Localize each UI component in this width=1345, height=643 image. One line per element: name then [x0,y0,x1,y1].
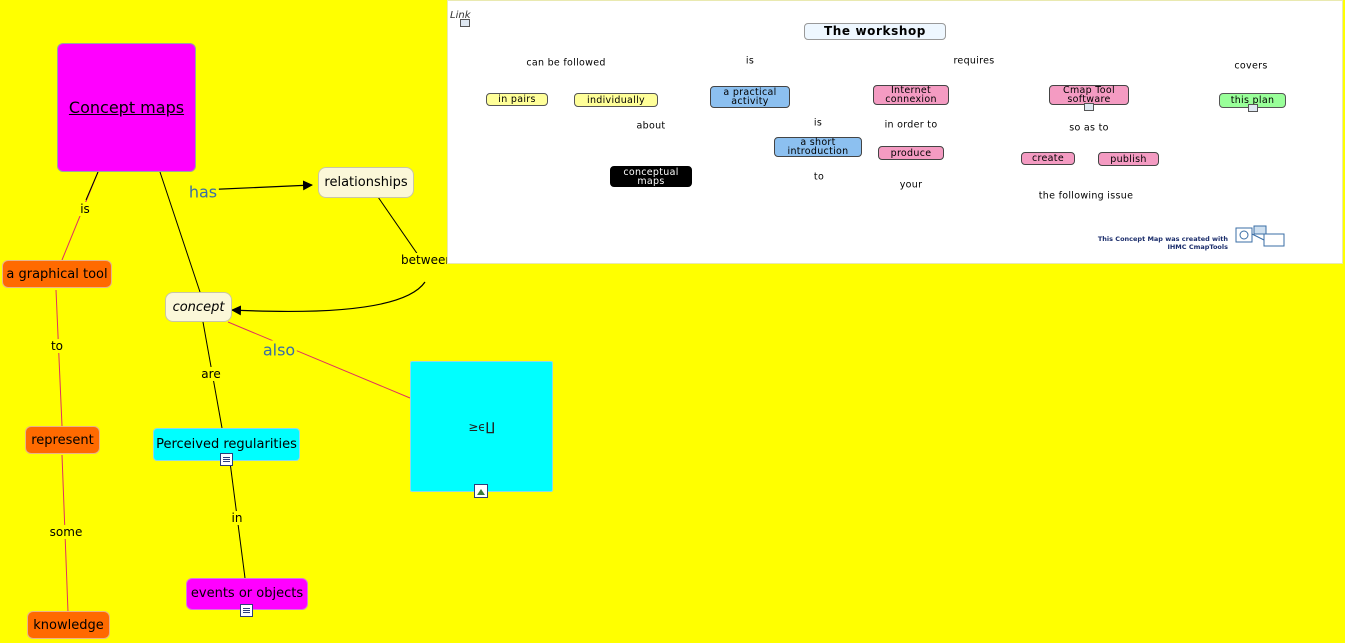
embedded-workshop-map[interactable]: Link The workshop in pairs individually … [447,0,1343,264]
link-some: some [47,525,85,539]
ws-node-workshop[interactable]: The workshop [804,23,946,40]
ws-link-covers: covers [1233,60,1269,72]
node-concept-maps[interactable]: Concept maps [57,43,196,172]
link-also: also [260,340,298,360]
document-icon[interactable] [1248,104,1258,112]
ws-node-this-plan-label: this plan [1230,95,1275,106]
ws-link-about: about [635,120,667,132]
node-concept-label: concept [172,299,225,315]
cmaptools-logo-icon [1235,225,1285,247]
node-image-box[interactable]: ≥ϵ∐ [410,361,553,492]
ws-link-can-be-followed: can be followed [525,57,607,69]
ws-node-practical-activity-label: a practical activity [723,87,777,107]
ws-node-individually-label: individually [587,94,645,106]
ws-node-short-introduction[interactable]: a short introduction [774,137,862,157]
link-has: has [186,182,220,202]
ws-node-in-pairs[interactable]: in pairs [486,93,548,106]
ws-node-in-pairs-label: in pairs [498,94,536,105]
ws-link-to: to [812,171,826,183]
link-in: in [229,511,245,525]
ws-node-produce[interactable]: produce [878,146,944,160]
ws-link-so-as-to: so as to [1068,122,1110,134]
ws-node-conceptual-maps[interactable]: conceptual maps [610,166,692,187]
node-relationships[interactable]: relationships [318,167,414,198]
ws-node-create-label: create [1032,153,1064,164]
node-graphical-tool-label: a graphical tool [6,266,108,282]
node-events-or-objects-label: events or objects [190,586,304,601]
link-are: are [199,367,223,381]
credit-line-2: IHMC CmapTools [1167,243,1228,251]
ws-link-in-order-to: in order to [883,119,939,131]
ws-node-produce-label: produce [890,147,932,159]
document-icon[interactable] [220,453,233,466]
credit-line-1: This Concept Map was created with [1097,235,1228,243]
ws-node-cmap-tool-label: Cmap Tool software [1063,85,1115,105]
node-represent-label: represent [31,432,94,448]
node-concept-maps-label[interactable]: Concept maps [68,98,185,117]
ws-node-internet[interactable]: Internet connexion [873,85,949,105]
cmaptools-credit: This Concept Map was created with IHMC C… [1078,235,1228,251]
node-perceived-regularities-label: Perceived regularities [156,437,297,452]
ws-link-requires: requires [952,55,996,67]
node-relationships-label: relationships [324,175,408,190]
node-knowledge[interactable]: knowledge [27,611,110,639]
ws-node-conceptual-maps-label: conceptual maps [623,166,679,187]
ws-node-create[interactable]: create [1021,152,1075,165]
ws-link-is-2: is [812,117,824,129]
node-image-box-label: ≥ϵ∐ [468,419,495,434]
document-icon[interactable] [240,604,253,617]
link-to: to [48,339,66,353]
ws-node-individually[interactable]: individually [574,93,658,107]
ws-node-practical-activity[interactable]: a practical activity [710,86,790,108]
link-is: is [78,202,92,216]
document-icon[interactable] [1084,103,1094,111]
node-concept[interactable]: concept [165,292,232,322]
link-label[interactable]: Link [450,10,471,21]
ws-link-following-issue: the following issue [1037,190,1135,202]
link-between: between [399,253,455,267]
node-represent[interactable]: represent [25,426,100,454]
ws-node-publish[interactable]: publish [1098,152,1159,166]
ws-node-cmap-tool[interactable]: Cmap Tool software [1049,85,1129,105]
node-graphical-tool[interactable]: a graphical tool [2,260,112,288]
ws-node-short-introduction-label: a short introduction [787,137,849,157]
ws-link-is: is [744,55,756,67]
ws-node-internet-label: Internet connexion [885,85,937,105]
node-knowledge-label: knowledge [33,617,104,633]
ws-link-your: your [898,179,924,191]
ws-node-workshop-label: The workshop [824,24,926,38]
image-icon[interactable] [474,484,488,498]
ws-node-publish-label: publish [1110,153,1147,165]
ws-node-this-plan[interactable]: this plan [1219,93,1286,108]
link-icon[interactable] [460,19,470,27]
